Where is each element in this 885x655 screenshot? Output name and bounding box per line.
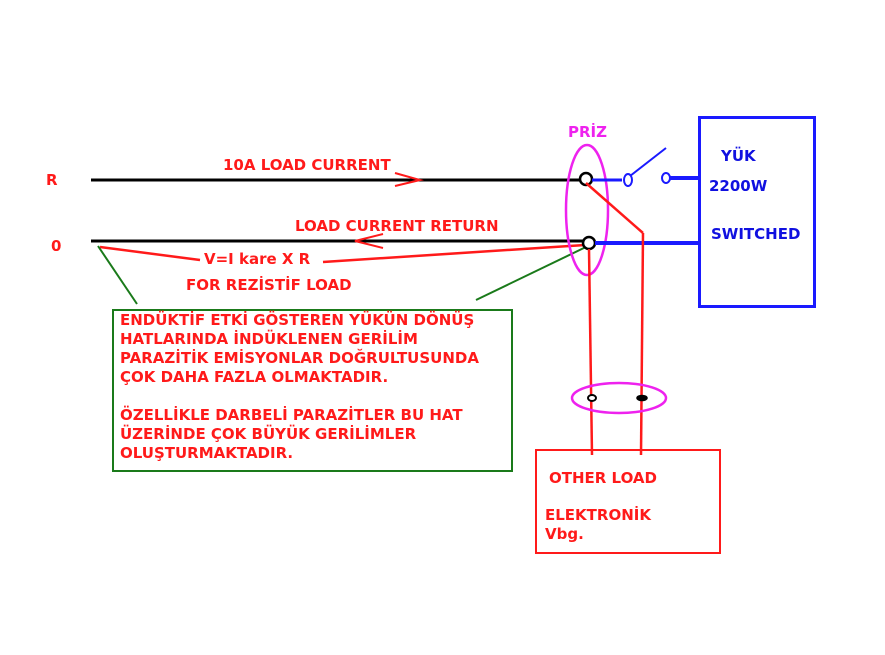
note-line-7: OLUŞTURMAKTADIR. <box>120 444 294 462</box>
other-load-wire-a <box>587 248 594 456</box>
note-line-5: ÖZELLİKLE DARBELİ PARAZİTLER BU HAT <box>120 406 463 424</box>
formula-line-right <box>322 243 586 264</box>
switched-label: SWITCHED <box>711 225 801 243</box>
neutral-label: 0 <box>51 237 62 255</box>
formula-label: V=I kare X R <box>204 250 311 268</box>
electronic-label: ELEKTRONİK <box>545 506 651 524</box>
other-load-wire-b <box>639 232 645 456</box>
load-current-return-label: LOAD CURRENT RETURN <box>295 217 499 235</box>
main-load-box <box>698 116 816 308</box>
callout-line-right <box>475 245 589 301</box>
formula-line-left <box>99 245 201 262</box>
switch-contact <box>661 172 671 184</box>
note-line-1: ENDÜKTİF ETKİ GÖSTEREN YÜKÜN DÖNÜŞ <box>120 311 475 329</box>
return-current-arrow <box>354 233 384 249</box>
resistive-load-label: FOR REZİSTİF LOAD <box>186 276 352 294</box>
socket-label: PRİZ <box>568 123 608 141</box>
other-load-box <box>535 449 721 554</box>
socket-ellipse <box>564 143 610 277</box>
plug-ellipse <box>570 381 668 415</box>
load-label: YÜK <box>721 147 756 165</box>
switch-pivot <box>623 173 633 187</box>
note-line-3: PARAZİTİK EMİSYONLAR DOĞRULTUSUNDA <box>120 349 479 367</box>
other-load-wire-b-diag <box>585 182 644 234</box>
phase-label: R <box>46 171 58 189</box>
other-load-label: OTHER LOAD <box>549 469 657 487</box>
callout-line-left <box>97 245 138 305</box>
socket-terminal-neutral <box>581 235 597 251</box>
note-line-2: HATLARINDA İNDÜKLENEN GERİLİM <box>120 330 418 348</box>
plug-pin-a <box>587 394 597 402</box>
power-label: 2200W <box>709 177 768 195</box>
note-line-4: ÇOK DAHA FAZLA OLMAKTADIR. <box>120 368 389 386</box>
note-line-6: ÜZERİNDE ÇOK BÜYÜK GERİLİMLER <box>120 425 417 443</box>
device-label: Vbg. <box>545 525 584 543</box>
switch-blade <box>629 147 667 177</box>
load-current-arrow <box>394 172 424 187</box>
load-current-label: 10A LOAD CURRENT <box>223 156 391 174</box>
note-box <box>112 309 513 472</box>
plug-pin-b <box>636 394 648 402</box>
